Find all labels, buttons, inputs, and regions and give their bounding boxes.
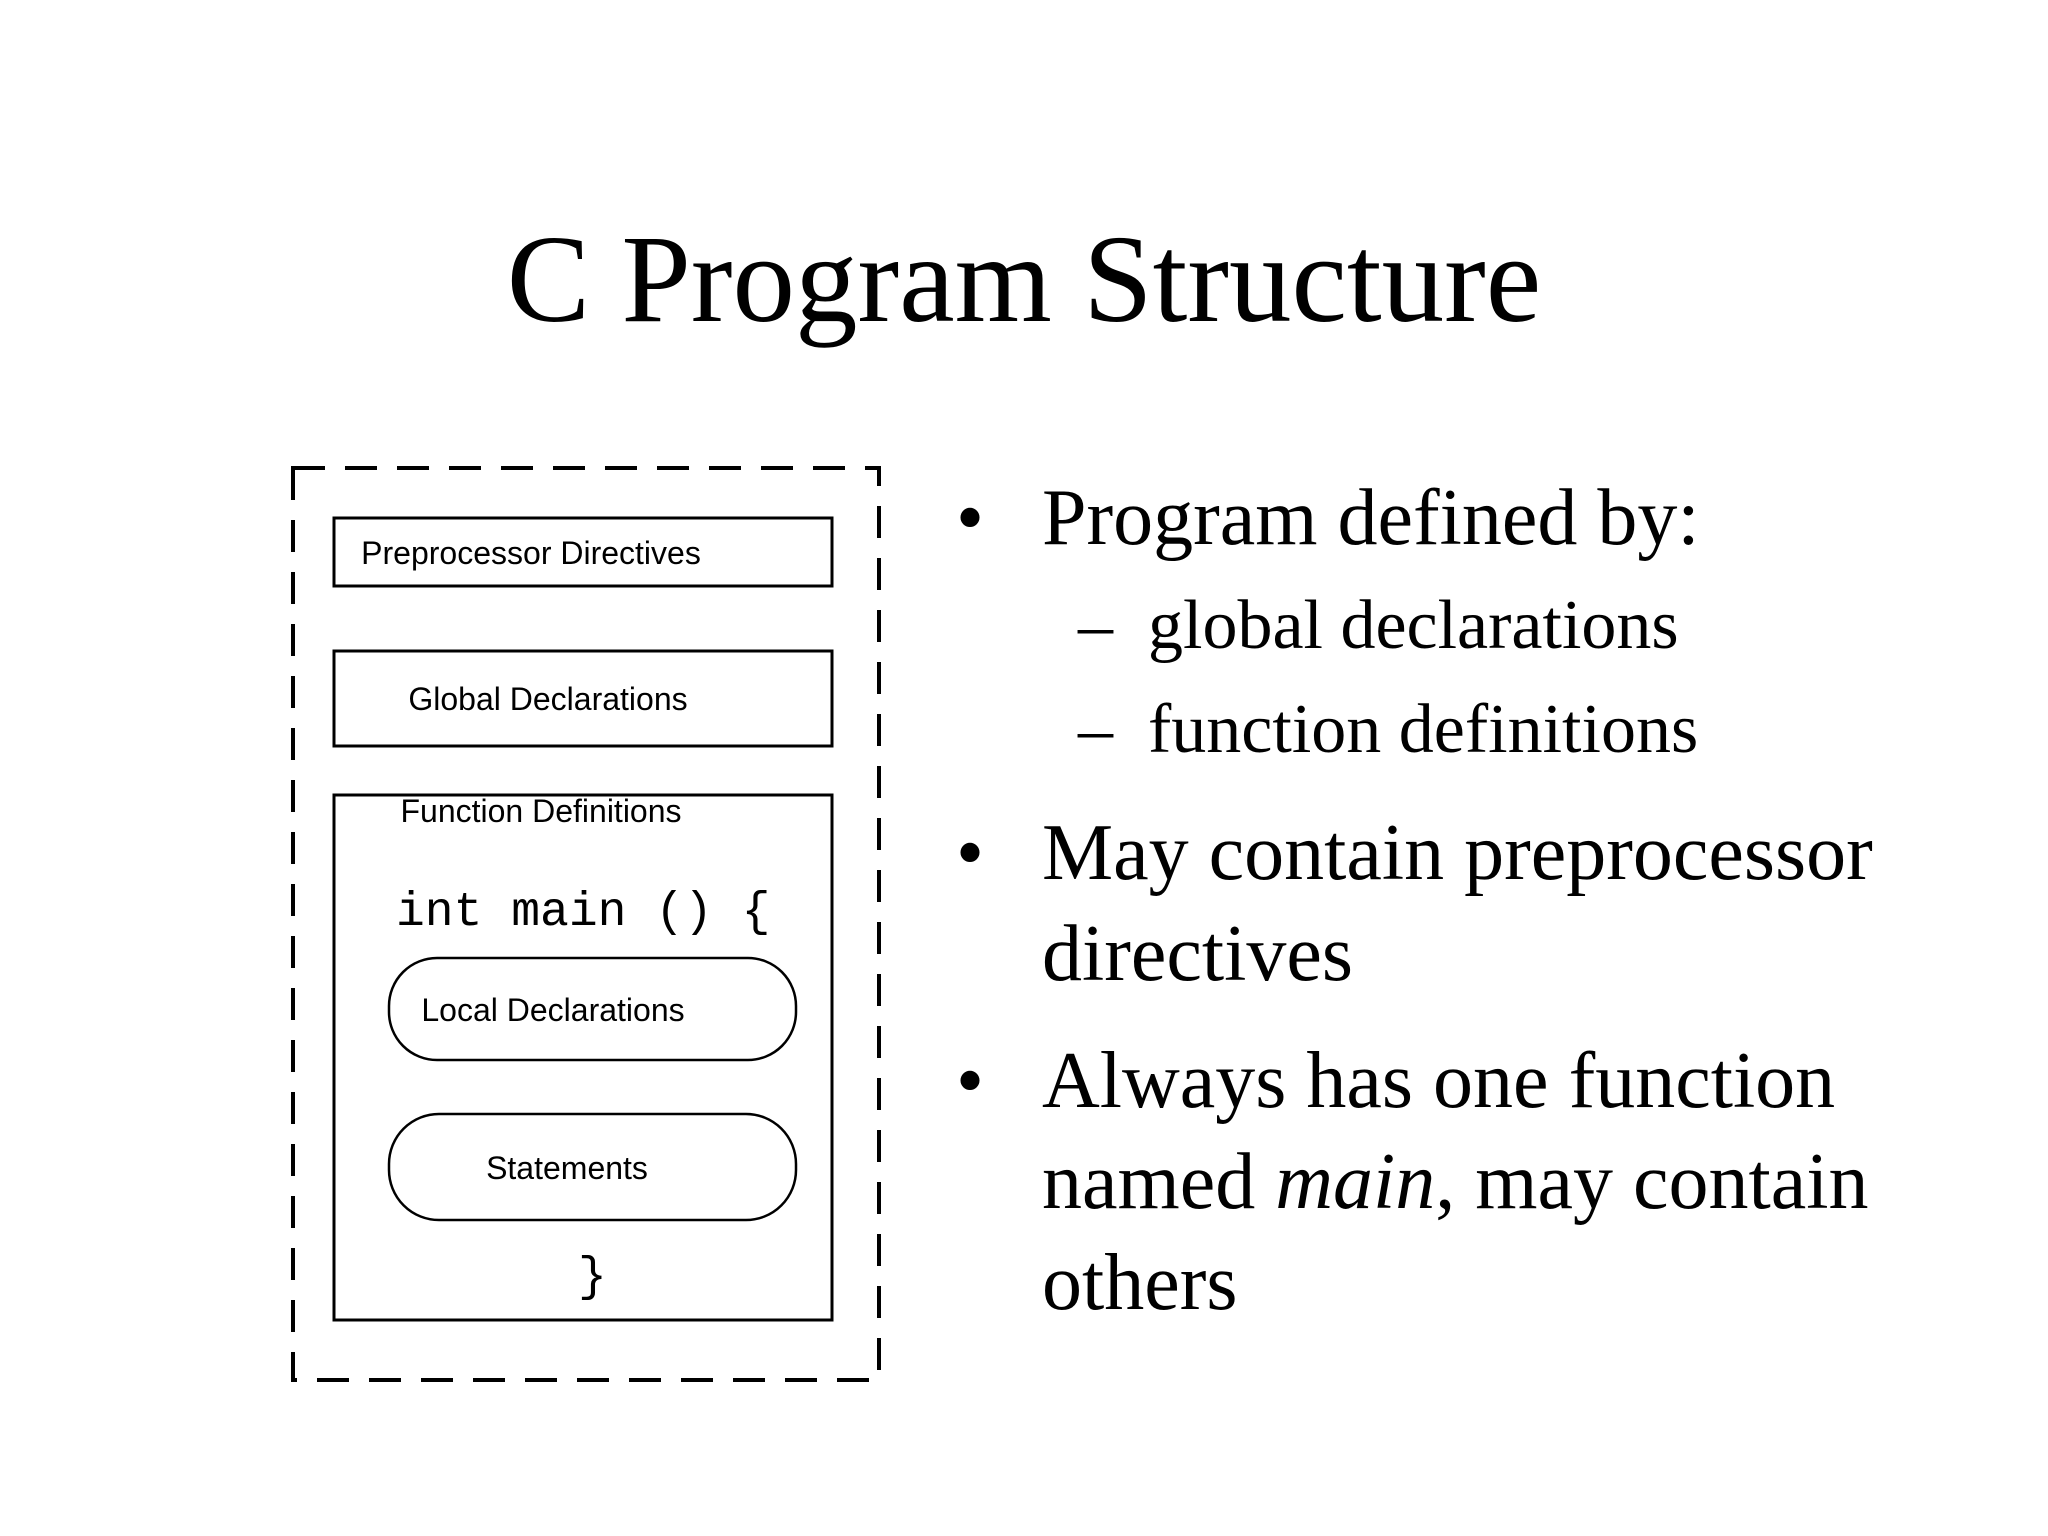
local-declarations-pill xyxy=(387,956,798,1062)
bullet-item-program-defined-by: • Program defined by: xyxy=(940,468,2000,569)
sub-bullet-function-definitions: – function definitions xyxy=(940,683,2000,777)
bullet-list: • Program defined by: – global declarati… xyxy=(940,468,2000,1334)
main-signature-code: int main () { xyxy=(396,886,770,940)
line2-post: , may contain xyxy=(1435,1138,1869,1226)
sub-bullet-text: function definitions xyxy=(1148,691,1699,768)
bullet-dot-icon: • xyxy=(956,809,985,897)
bullet-text-line1: May contain preprocessor xyxy=(1042,809,1873,897)
global-declarations-label: Global Declarations xyxy=(408,681,687,717)
function-definitions-box xyxy=(332,793,834,1322)
bullet-dot-icon: • xyxy=(956,474,985,562)
sub-bullet-global-declarations: – global declarations xyxy=(940,579,2000,673)
global-declarations-box xyxy=(332,649,834,748)
bullet-text-line2: directives xyxy=(1042,910,1353,998)
bullet-item-preprocessor-directives: • May contain preprocessor directives xyxy=(940,803,2000,1005)
dash-icon: – xyxy=(1078,587,1113,664)
statements-label: Statements xyxy=(486,1150,648,1186)
bullet-text-line1: Always has one function xyxy=(1042,1037,1836,1125)
bullet-text: Program defined by: xyxy=(1042,474,1700,562)
program-dashed-border xyxy=(291,466,881,1382)
closing-brace-code: } xyxy=(578,1251,607,1305)
preprocessor-directives-label: Preprocessor Directives xyxy=(361,535,701,571)
main-italic: main xyxy=(1275,1138,1436,1226)
page-title: C Program Structure xyxy=(506,211,1542,349)
bullet-dot-icon: • xyxy=(956,1037,985,1125)
statements-pill xyxy=(387,1112,798,1222)
bullet-text-line2: named main, may contain xyxy=(1042,1132,2000,1233)
local-declarations-label: Local Declarations xyxy=(421,992,684,1028)
preprocessor-directives-box xyxy=(332,516,834,588)
line2-pre: named xyxy=(1042,1138,1276,1226)
sub-bullet-text: global declarations xyxy=(1148,587,1679,664)
bullet-item-main-function: • Always has one function named main, ma… xyxy=(940,1031,2000,1334)
function-definitions-label: Function Definitions xyxy=(400,793,681,829)
bullet-text-line3: others xyxy=(1042,1239,1238,1327)
dash-icon: – xyxy=(1078,691,1113,768)
